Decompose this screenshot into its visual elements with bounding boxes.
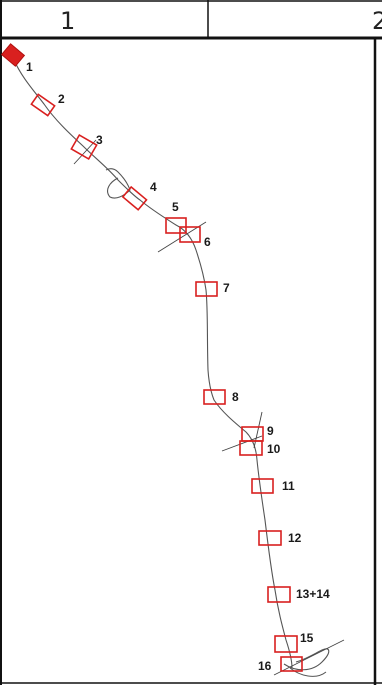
stop-label: 6: [204, 235, 211, 249]
stop-5[interactable]: 5: [165, 200, 187, 234]
stop-2[interactable]: 2: [30, 92, 65, 117]
stop-label: 2: [58, 92, 65, 106]
stop-label: 16: [258, 659, 272, 673]
stop-label: 9: [267, 424, 274, 438]
stop-6[interactable]: 6: [179, 226, 211, 249]
stop-marker: [251, 478, 274, 494]
stop-label: 15: [300, 631, 314, 645]
stop-marker: [121, 185, 148, 211]
detour-line: [105, 168, 131, 199]
stop-3[interactable]: 3: [70, 133, 103, 161]
stop-7[interactable]: 7: [195, 281, 230, 297]
column-header-1: 1: [60, 7, 75, 35]
crossing-line-9b: [221, 435, 263, 452]
stop-label: 3: [96, 133, 103, 147]
stop-marker: [267, 586, 291, 603]
stop-marker: [239, 440, 263, 456]
stop-label: 12: [288, 531, 302, 545]
stop-label: 1: [26, 60, 33, 74]
stop-marker: [274, 635, 298, 653]
stop-13-14[interactable]: 13+14: [267, 586, 330, 603]
stop-marker: [280, 656, 303, 672]
stop-marker: [203, 389, 226, 405]
stop-marker: [70, 133, 98, 161]
stop-label: 11: [282, 479, 295, 493]
tail-line: [283, 648, 330, 671]
stop-8[interactable]: 8: [203, 389, 239, 405]
stop-label: 8: [232, 390, 239, 404]
stop-marker: [165, 217, 187, 234]
stop-label: 13+14: [296, 587, 330, 601]
stop-label: 5: [172, 200, 179, 214]
stop-label: 10: [267, 442, 281, 456]
stop-marker: [258, 530, 282, 546]
stop-16[interactable]: 16: [258, 656, 303, 673]
stop-11[interactable]: 11: [251, 478, 295, 494]
crossing-line-16: [273, 639, 345, 676]
crossing-line-3: [73, 139, 97, 165]
stop-15[interactable]: 15: [274, 631, 314, 653]
stop-marker: [30, 93, 56, 117]
stop-marker: [195, 281, 218, 297]
stop-1[interactable]: 1: [0, 43, 33, 74]
stop-12[interactable]: 12: [258, 530, 302, 546]
tail-line-2: [289, 667, 327, 677]
stop-label: 7: [223, 281, 230, 295]
column-header-2: 2: [372, 7, 382, 35]
route-line: [13, 59, 293, 669]
crossing-line-9a: [253, 411, 263, 449]
stop-10[interactable]: 10: [239, 440, 281, 456]
stop-marker: [0, 43, 26, 67]
stop-marker: [179, 226, 201, 243]
stop-label: 4: [150, 180, 157, 194]
stop-4[interactable]: 4: [121, 180, 157, 211]
